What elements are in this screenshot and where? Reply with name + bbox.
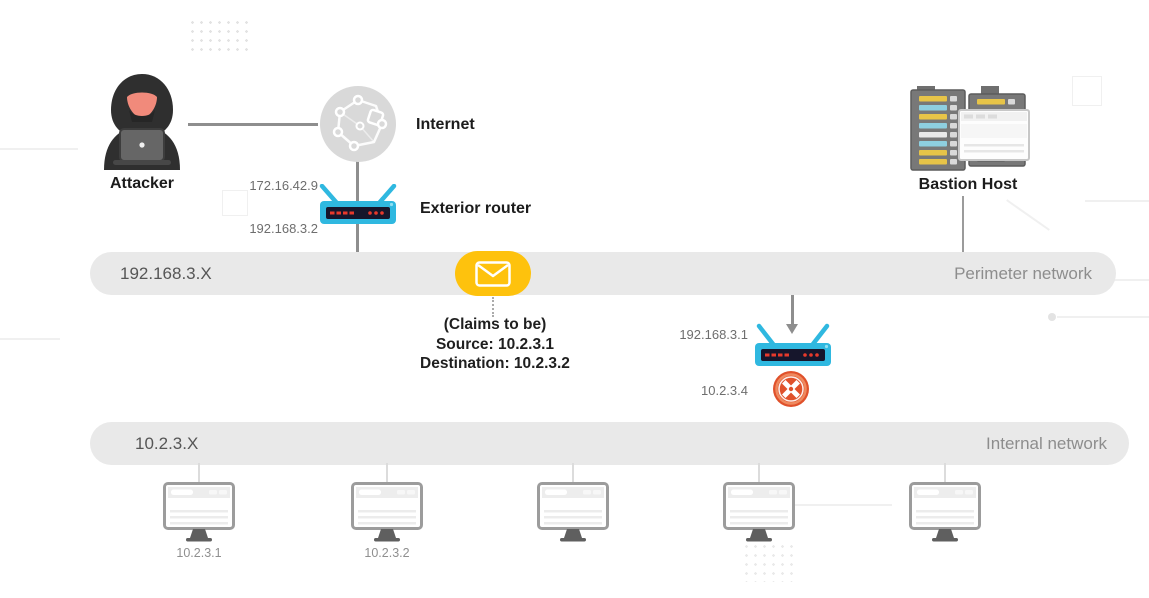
- square-decoration: [222, 190, 248, 216]
- packet-callout-dotted-line: [492, 297, 494, 317]
- workstation-link: [198, 463, 200, 483]
- internet-icon: [320, 86, 396, 162]
- workstation-link: [386, 463, 388, 483]
- spoofed-packet-icon: [455, 251, 531, 296]
- packet-interior-link-down: [791, 271, 794, 325]
- internet-label: Internet: [416, 116, 475, 133]
- workstation-link: [572, 463, 574, 483]
- workstation-icon: [537, 482, 609, 544]
- perimeter-subnet: 192.168.3.X: [120, 263, 212, 283]
- interior-arrowhead: [786, 324, 798, 334]
- spoofed-packet-callout: (Claims to be) Source: 10.2.3.1 Destinat…: [365, 315, 625, 374]
- internal-network-band: 10.2.3.X Internal network: [90, 422, 1129, 465]
- exterior-router-icon: [319, 184, 397, 224]
- attacker-label: Attacker: [109, 175, 175, 192]
- interior-router-perimeter-ip: 192.168.3.1: [679, 327, 748, 342]
- perimeter-network-band: 192.168.3.X Perimeter network: [90, 252, 1116, 295]
- internal-subnet: 10.2.3.X: [135, 433, 199, 453]
- attacker-icon: [104, 74, 180, 170]
- claim-line: (Claims to be): [443, 316, 547, 333]
- dot-grid-decoration: [188, 18, 252, 56]
- circuit-line-decoration: [0, 338, 60, 340]
- circuit-line-decoration: [1085, 200, 1149, 202]
- circuit-line-decoration: [1006, 199, 1050, 231]
- workstation-icon: [351, 482, 423, 544]
- exterior-router-label: Exterior router: [420, 200, 532, 217]
- exterior-router-wan-ip: 172.16.42.9: [249, 178, 318, 193]
- dot-grid-decoration: [742, 542, 798, 582]
- circuit-node-decoration: [1048, 313, 1056, 321]
- interior-router-internal-ip: 10.2.3.4: [701, 383, 748, 398]
- workstation-link: [758, 463, 760, 483]
- workstation-icon: [909, 482, 981, 544]
- bastion-host-icon: [910, 86, 1030, 171]
- interior-router-icon: [755, 323, 831, 366]
- workstation-icon: [163, 482, 235, 544]
- claim-destination: Destination: 10.2.3.2: [420, 355, 570, 372]
- circuit-line-decoration: [0, 148, 78, 150]
- claim-source: Source: 10.2.3.1: [435, 335, 555, 353]
- attacker-internet-link: [188, 123, 318, 126]
- blocked-icon: [772, 370, 810, 408]
- square-decoration: [1072, 76, 1102, 106]
- perimeter-network-label: Perimeter network: [954, 263, 1092, 283]
- bastion-host-label: Bastion Host: [918, 176, 1018, 193]
- circuit-line-decoration: [1057, 316, 1149, 318]
- workstation-ip: 10.2.3.2: [364, 546, 410, 560]
- circuit-line-decoration: [792, 504, 892, 506]
- exterior-router-lan-ip: 192.168.3.2: [249, 221, 318, 236]
- workstation-link: [944, 463, 946, 483]
- internal-network-label: Internal network: [986, 433, 1107, 453]
- bastion-perimeter-link: [962, 196, 964, 252]
- envelope-icon: [475, 260, 511, 287]
- workstation-icon: [723, 482, 795, 544]
- workstation-ip: 10.2.3.1: [176, 546, 222, 560]
